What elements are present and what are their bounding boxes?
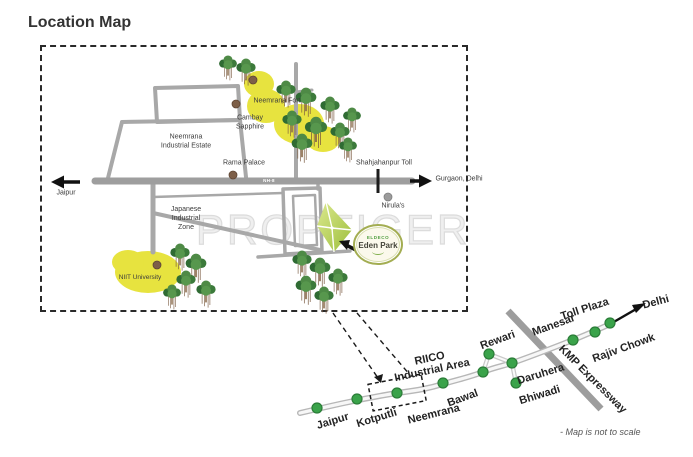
eldeco-eden-park-logo: ELDECO Eden Park	[353, 224, 403, 265]
inset-dashed-box	[367, 373, 428, 412]
label-jaipur-direction: Jaipur	[56, 189, 76, 197]
project-site	[316, 201, 353, 253]
label-nirulas: Nirula's	[381, 202, 405, 210]
toll-gate-bar	[376, 169, 380, 193]
label-cambay-sapphire: Cambay Sapphire	[235, 114, 265, 130]
route-stop-dots	[311, 317, 616, 414]
label-nh8: NH-8	[263, 178, 275, 184]
delhi-route-arrow	[611, 303, 646, 325]
inset-connector-arrowhead	[374, 374, 383, 383]
page-title: Location Map	[28, 14, 132, 31]
inset-connector-lines	[332, 312, 411, 379]
delhi-direction-arrow	[410, 174, 432, 188]
label-rama-palace: Rama Palace	[222, 159, 266, 167]
map-scale-note: - Map is not to scale	[560, 427, 641, 437]
label-japanese-industrial-zone: Japanese Industrial Zone	[170, 205, 202, 231]
landmark-blobs	[112, 71, 340, 293]
label-neemrana-fort: Neemrana Fort	[253, 97, 301, 105]
detail-map-panel	[40, 45, 468, 312]
label-gurgaon-delhi-direction: Gurgaon, Delhi	[435, 175, 483, 183]
logo-project-name: Eden Park	[358, 240, 398, 250]
label-neemrana-industrial-estate: Neemrana Industrial Estate	[160, 133, 212, 149]
jaipur-direction-arrow	[51, 175, 80, 189]
logo-flourish	[372, 251, 384, 255]
logo-brand: ELDECO	[366, 234, 390, 240]
label-niit-university: NIIT University	[118, 273, 162, 281]
kmp-expressway-road	[505, 308, 604, 412]
landmark-markers	[152, 75, 393, 270]
label-shahjahanpur-toll: Shahjahanpur Toll	[356, 159, 412, 167]
roads	[106, 62, 352, 259]
